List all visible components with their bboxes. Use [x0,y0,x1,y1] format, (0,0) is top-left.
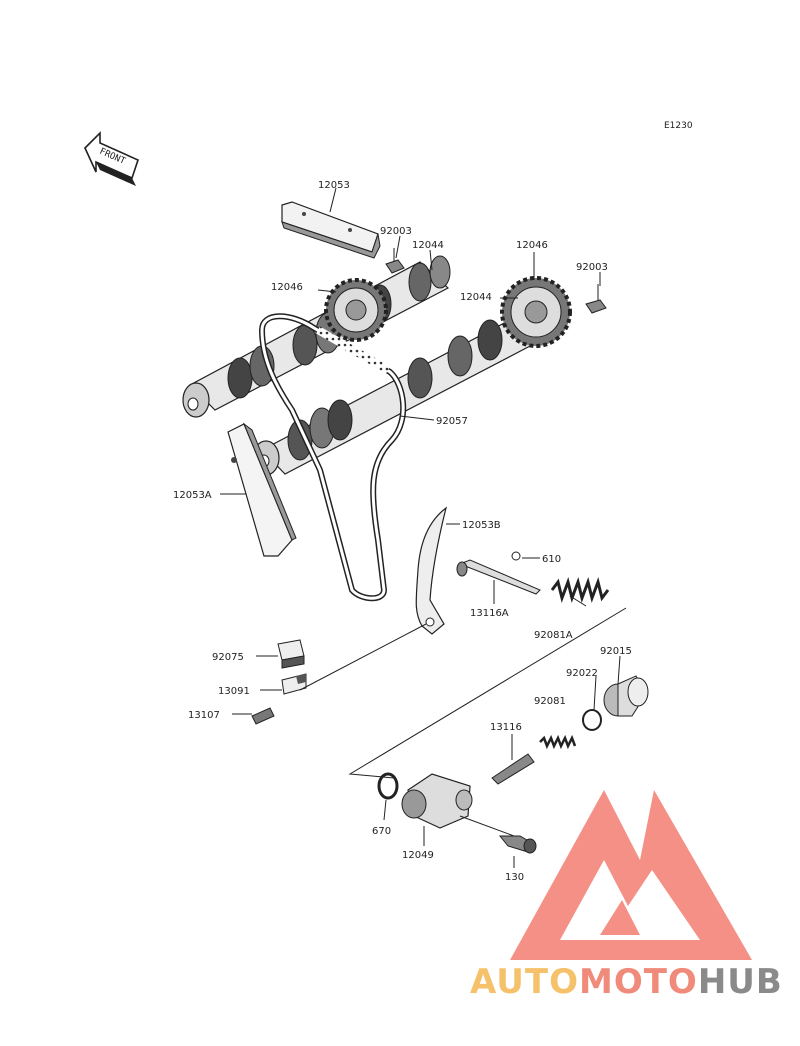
part-label: 12053 [318,180,350,191]
part-label: 610 [542,554,561,565]
part-label: 92015 [600,646,632,657]
watermark-text: AUTOMOTOHUB [470,962,783,1002]
pin-small [251,707,275,725]
part-label: 92057 [436,416,468,427]
automotohub-logo-icon [510,790,752,960]
part-label: 92022 [566,668,598,679]
plunger [491,753,535,785]
part-label: 92075 [212,652,244,663]
leader-lines [220,187,621,868]
spring-small [539,734,577,750]
part-label: 12049 [402,850,434,861]
cam-chain [258,313,407,602]
watermark-auto: AUTO [470,962,579,1002]
rubber-block [277,639,305,669]
front-arrow-icon: FRONT [84,131,139,186]
part-label: 92081A [534,630,573,641]
part-label: 92003 [576,262,608,273]
tensioner-pin [456,551,541,595]
part-label: 13116 [490,722,522,733]
part-label: 130 [505,872,524,883]
part-label: 12053B [462,520,501,531]
chain-guide-left [227,422,297,557]
tensioner-bolt [498,835,537,854]
part-label: 12046 [516,240,548,251]
spring-large [550,576,610,604]
part-label: 92003 [380,226,412,237]
bracket [281,673,307,695]
diagram-code: E1230 [664,121,693,131]
part-label: 13116A [470,608,509,619]
sprocket-left [324,278,388,342]
part-labels: 12053 92003 12044 12046 12046 92003 1204… [173,180,632,883]
part-label: 670 [372,826,391,837]
part-label: 12046 [271,282,303,293]
part-label: 13091 [218,686,250,697]
watermark-hub: HUB [697,962,783,1002]
part-label: 12053A [173,490,212,501]
part-label: 12044 [412,240,444,251]
part-label: 13107 [188,710,220,721]
sprocket-right [500,276,572,348]
chain-guide-top [281,201,381,259]
watermark-moto: MOTO [578,962,698,1002]
bolt-left [385,248,405,274]
bolt-right [585,284,607,314]
part-label: 12044 [460,292,492,303]
assembly-guide-line [348,607,627,779]
o-ring [377,772,399,800]
washer [582,709,602,731]
chain-tensioner-guide [415,506,447,635]
part-label: 92081 [534,696,566,707]
tensioner-cap [603,675,649,717]
tensioner-body [401,773,515,837]
